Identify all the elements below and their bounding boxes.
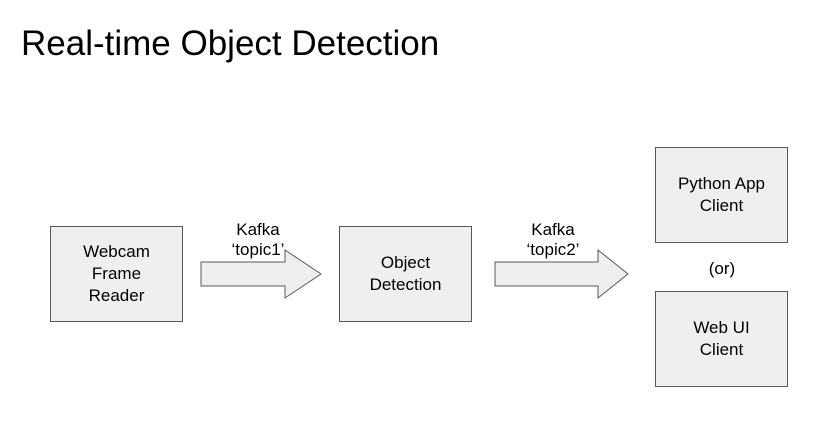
arrow-right-icon xyxy=(200,249,322,299)
arrow-right-icon xyxy=(494,248,629,300)
node-webcam-frame-reader[interactable]: Webcam Frame Reader xyxy=(50,226,183,322)
node-web-ui-client[interactable]: Web UI Client xyxy=(655,291,788,387)
node-label: Object Detection xyxy=(369,253,442,294)
node-object-detection[interactable]: Object Detection xyxy=(339,226,472,322)
page-title: Real-time Object Detection xyxy=(21,24,440,63)
node-label: Python App Client xyxy=(678,174,765,215)
edge-label-topic1: Kafka ‘topic1’ xyxy=(231,220,285,259)
node-label: Webcam Frame Reader xyxy=(83,242,150,305)
edge-label-topic2: Kafka ‘topic2’ xyxy=(526,220,580,259)
node-label: Web UI Client xyxy=(693,318,750,359)
or-label: (or) xyxy=(708,259,736,278)
node-python-app-client[interactable]: Python App Client xyxy=(655,147,788,243)
